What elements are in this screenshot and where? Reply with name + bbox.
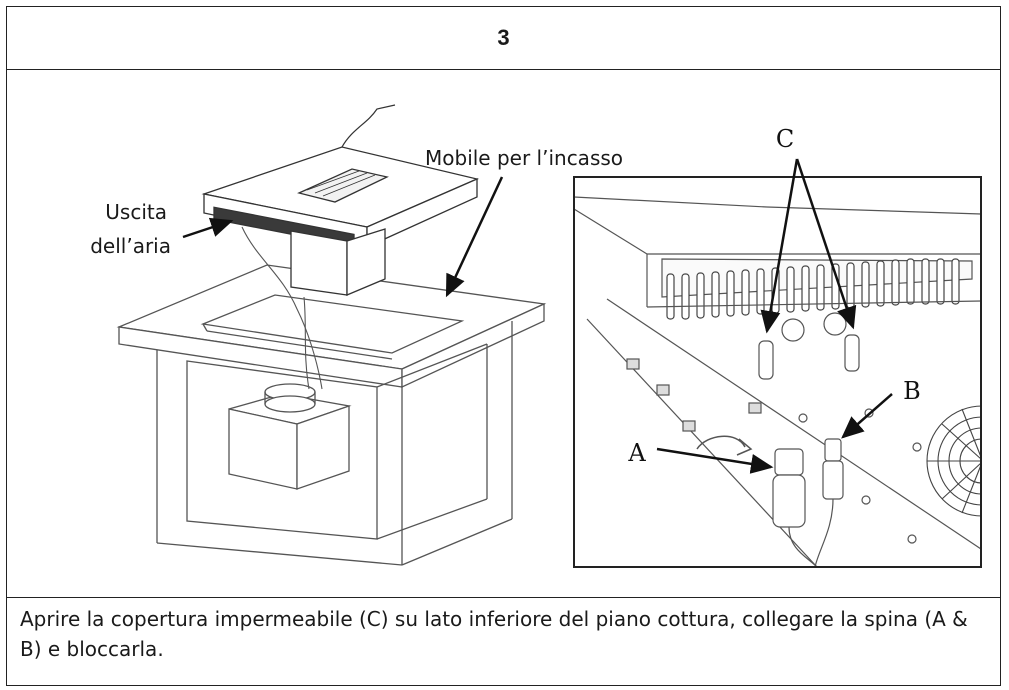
callout-b-arrow (841, 393, 893, 439)
label-air-outlet-line1: Uscita (105, 200, 167, 224)
air-outlet-arrow (182, 217, 234, 239)
cabinet-drawing (116, 226, 547, 566)
illustration-area: Uscita dell’aria Mobile per l’incasso (7, 69, 1009, 598)
instruction-caption: Aprire la copertura impermeabile (C) su … (20, 607, 968, 661)
cabinet-arrow (445, 176, 504, 298)
callout-a-arrow (656, 447, 774, 474)
installation-diagram: Uscita dell’aria Mobile per l’incasso (90, 104, 1009, 568)
instruction-panel: 3 (6, 6, 1009, 686)
label-air-outlet-line2: dell’aria (90, 234, 171, 258)
callout-c-arrow-left (760, 158, 799, 334)
step-number: 3 (497, 25, 510, 50)
detail-inset (573, 176, 1009, 568)
step-header: 3 (7, 7, 1000, 70)
induction-hob-drawing (201, 104, 480, 296)
callout-c-arrow-right (795, 158, 857, 330)
label-cabinet: Mobile per l’incasso (425, 146, 623, 170)
callout-a: A (627, 439, 646, 467)
callout-c: C (776, 125, 794, 153)
callout-b: B (903, 377, 921, 405)
